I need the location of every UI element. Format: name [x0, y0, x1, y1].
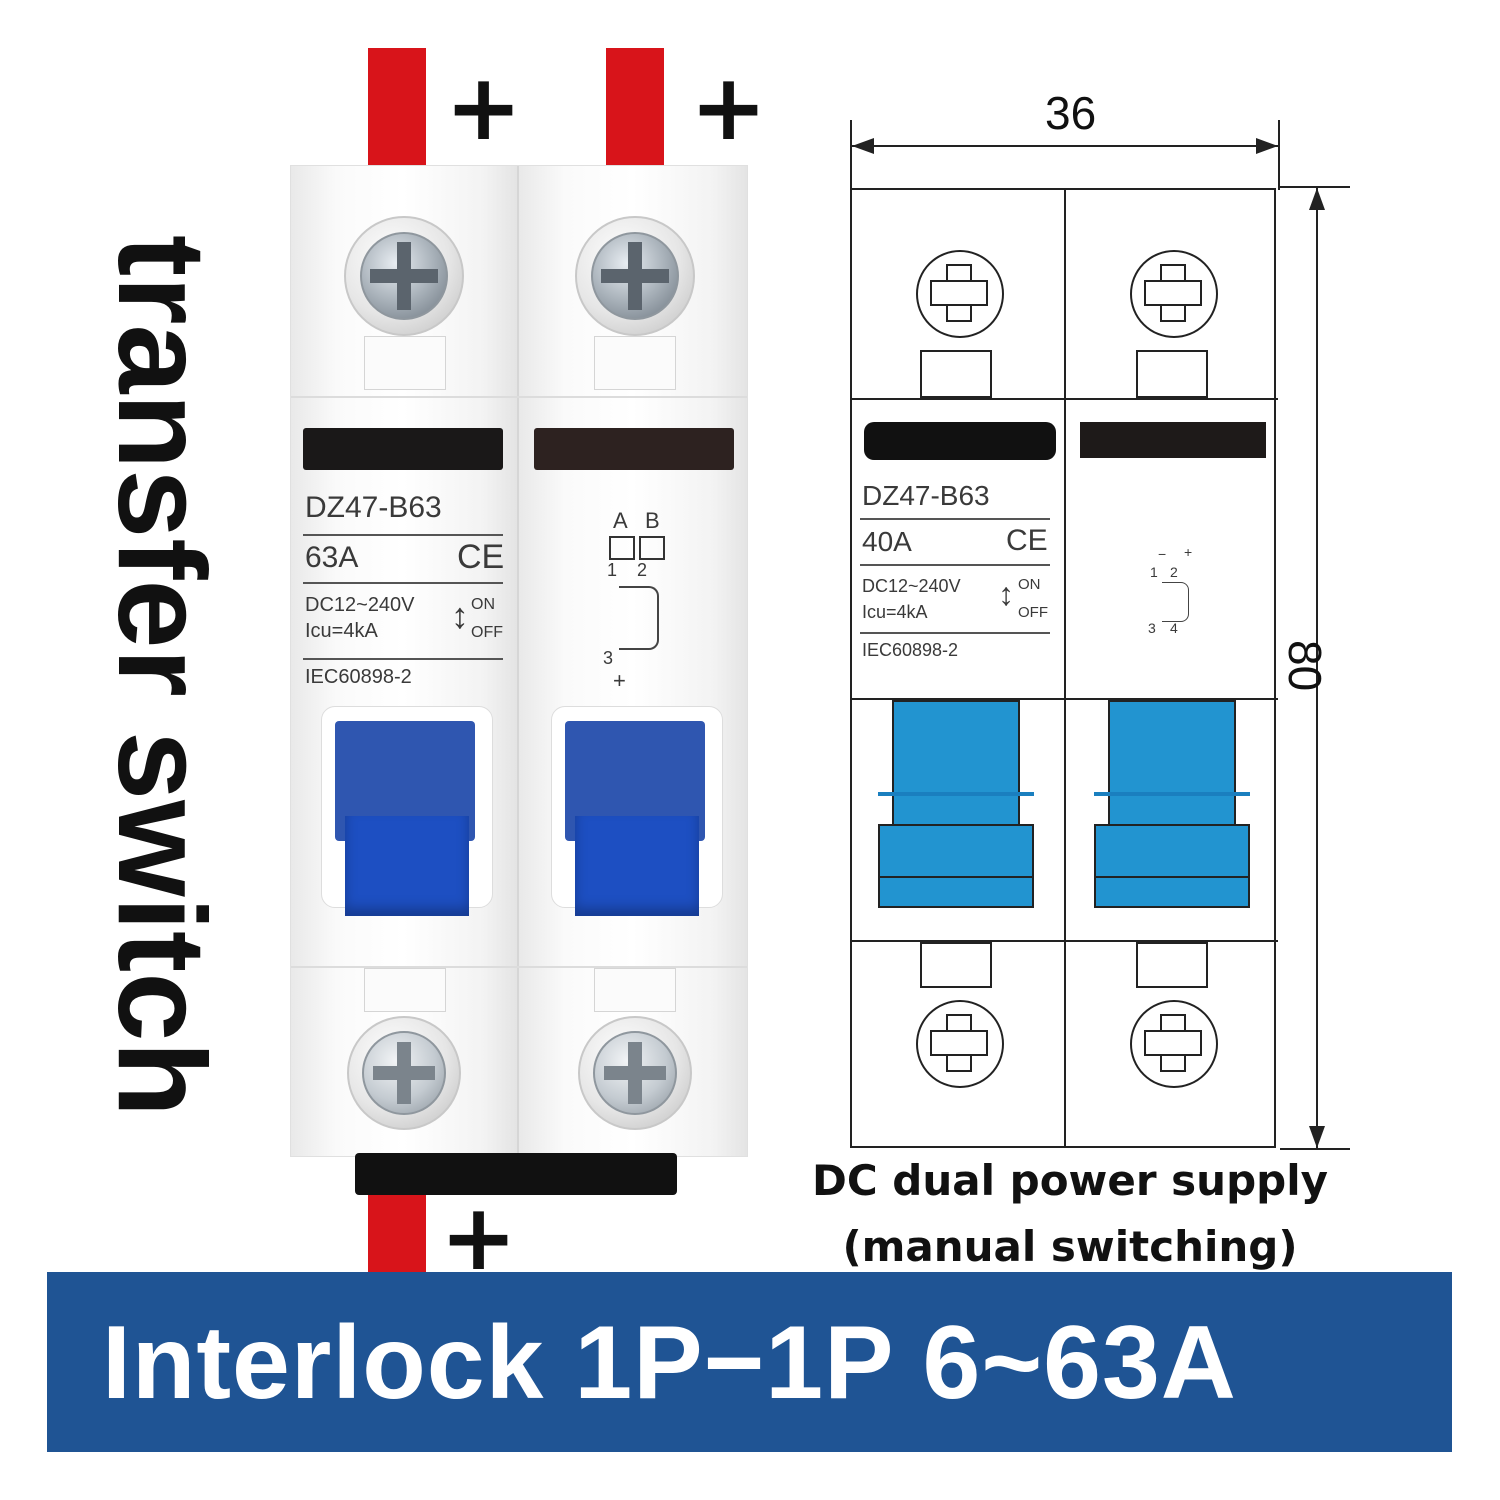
screw-bottom-left [347, 1016, 461, 1130]
label-bar-left [303, 428, 503, 470]
drawing-label-bar-right [1080, 422, 1266, 458]
bottom-wire [368, 1195, 426, 1275]
drawing-rating-label: 40A [862, 526, 912, 557]
drawing-label-bar-left [864, 422, 1056, 460]
technical-drawing: 36 80 DZ47-B63 40A CE DC12~240V Icu=4kA … [840, 80, 1380, 1160]
busbar [355, 1153, 677, 1195]
screw-top-left [344, 216, 464, 336]
drawing-model-label: DZ47-B63 [862, 480, 990, 511]
drawing-ce-mark: CE [1006, 524, 1048, 557]
drawing-standard-label: IEC60898-2 [862, 640, 959, 660]
breaking-capacity-label: Icu=4kA [305, 620, 378, 642]
screw-top-right [575, 216, 695, 336]
rating-label: 63A [305, 541, 359, 574]
caption: DC dual power supply (manual switching) [740, 1148, 1400, 1280]
width-dimension: 36 [1045, 87, 1097, 139]
height-dimension: 80 [1279, 640, 1331, 692]
model-label: DZ47-B63 [305, 491, 442, 524]
toggle-right-lever[interactable] [575, 816, 699, 916]
on-label: ON [471, 596, 495, 613]
drawing-schematic-icon [1162, 582, 1189, 622]
caption-line-1: DC dual power supply [812, 1156, 1328, 1205]
drawing-off-label: OFF [1018, 604, 1048, 621]
drawing-screw-bottom-right [1130, 1000, 1218, 1088]
bottom-plus: + [440, 1184, 518, 1291]
off-label: OFF [471, 624, 503, 641]
banner-title: Interlock 1P−1P 6~63A [102, 1305, 1237, 1421]
top-plus-left: + [445, 54, 523, 161]
drawing-screw-top-right [1130, 250, 1218, 338]
drawing-breaking-capacity-label: Icu=4kA [862, 602, 928, 622]
standard-label: IEC60898-2 [305, 666, 412, 688]
drawing-voltage-label: DC12~240V [862, 576, 961, 596]
top-wire-right [606, 48, 664, 168]
ce-mark: CE [457, 538, 505, 576]
vertical-title: transfer switch [92, 235, 230, 1118]
on-off-arrow-icon: ↕ [451, 595, 469, 636]
toggle-left-lever[interactable] [345, 816, 469, 916]
top-plus-right: + [690, 54, 768, 161]
drawing-screw-top-left [916, 250, 1004, 338]
caption-line-2: (manual switching) [842, 1222, 1298, 1271]
banner: Interlock 1P−1P 6~63A [47, 1272, 1452, 1452]
label-bar-right [534, 428, 734, 470]
screw-bottom-right [578, 1016, 692, 1130]
voltage-label: DC12~240V [305, 594, 415, 616]
top-wire-left [368, 48, 426, 168]
drawing-on-label: ON [1018, 576, 1041, 593]
drawing-on-off-arrow-icon: ↕ [998, 576, 1014, 612]
breaker-photo: DZ47-B63 63A CE DC12~240V Icu=4kA ↕ ON O… [290, 165, 748, 1157]
drawing-screw-bottom-left [916, 1000, 1004, 1088]
schematic-icon [619, 586, 659, 650]
